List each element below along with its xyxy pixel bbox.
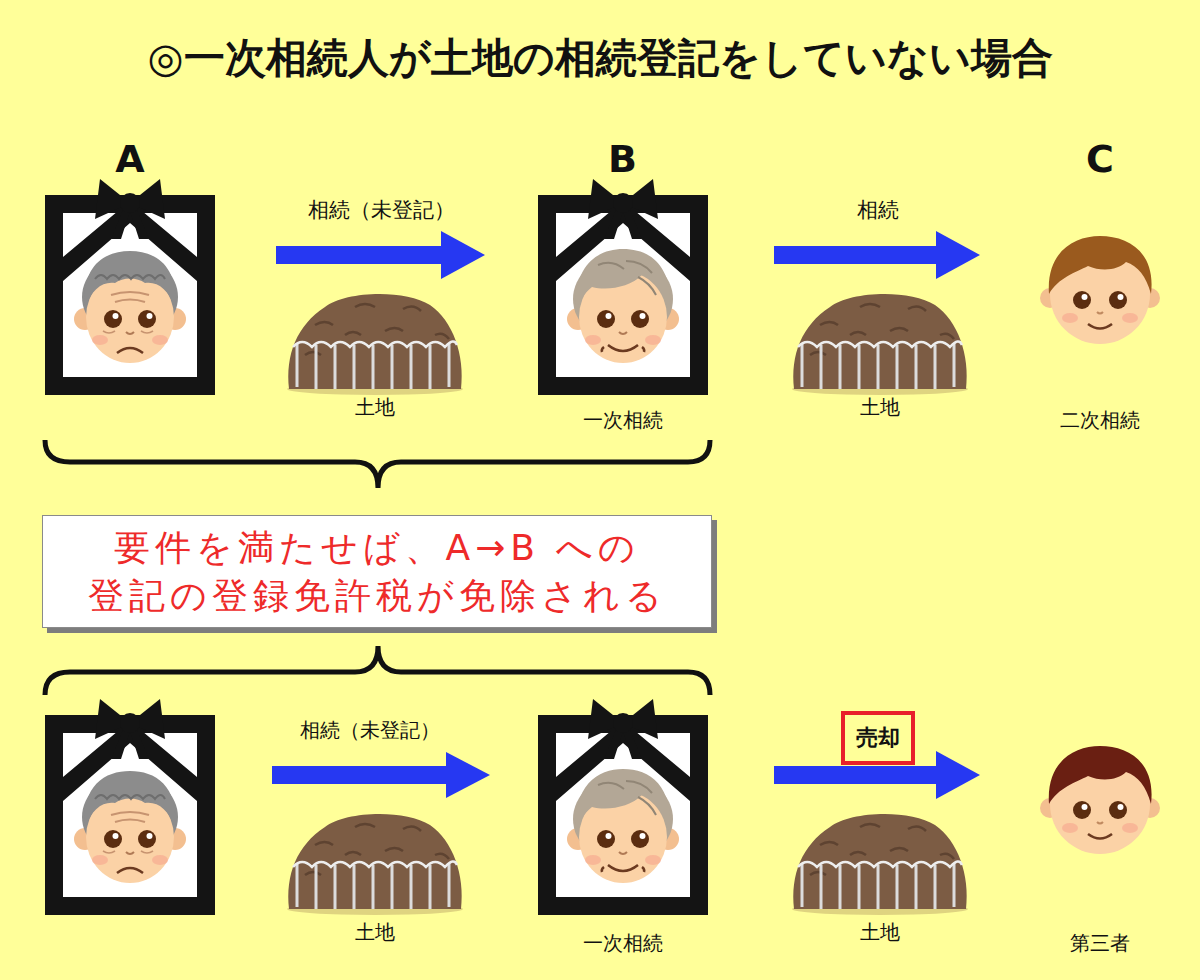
person-portrait: B 一次相続 <box>531 136 714 440</box>
inheritance-arrow <box>774 246 937 264</box>
land-label: 土地 <box>860 395 900 420</box>
arrow-label: 売却 <box>841 711 915 765</box>
callout-box: 要件を満たせば、A→B への 登記の登録免許税が免除される <box>42 515 712 628</box>
heir-face <box>1040 236 1160 344</box>
curly-brace <box>45 646 710 695</box>
inheritance-stage: 二次相続 <box>1036 408 1164 433</box>
inheritance-arrow <box>774 766 937 784</box>
land-illustration <box>792 814 968 915</box>
inheritance-arrow <box>272 752 490 798</box>
callout-text: 要件を満たせば、A→B への 登記の登録免許税が免除される <box>63 524 691 619</box>
inheritance-stage: 第三者 <box>1036 931 1164 956</box>
inheritance-arrow <box>276 246 442 264</box>
diagram-title: ◎一次相続人が土地の相続登記をしていない場合 <box>0 34 1200 84</box>
person-face: C 二次相続 <box>1036 136 1164 440</box>
deceased-portrait <box>538 179 708 395</box>
buyer-face <box>1040 746 1160 854</box>
land-illustration <box>287 814 463 915</box>
arrow-label: 相続（未登記） <box>300 718 440 743</box>
deceased-portrait <box>45 699 215 915</box>
person-letter: C <box>1036 136 1164 184</box>
deceased-portrait <box>538 699 708 915</box>
arrow-label: 相続（未登記） <box>308 197 455 223</box>
land-label: 土地 <box>355 395 395 420</box>
land-label: 土地 <box>355 920 395 945</box>
curly-brace <box>45 440 710 488</box>
land-illustration <box>287 294 463 395</box>
person-letter: B <box>531 136 714 184</box>
person-letter: A <box>41 136 219 184</box>
arrow-label: 相続 <box>857 197 899 223</box>
person-portrait: A <box>41 136 219 395</box>
land-illustration <box>792 294 968 395</box>
inheritance-stage: 一次相続 <box>531 408 714 433</box>
inheritance-stage: 一次相続 <box>531 931 714 956</box>
land-label: 土地 <box>860 920 900 945</box>
person-face: 第三者 <box>1036 740 1164 965</box>
person-portrait: 一次相続 <box>531 715 714 965</box>
deceased-portrait <box>45 179 215 395</box>
